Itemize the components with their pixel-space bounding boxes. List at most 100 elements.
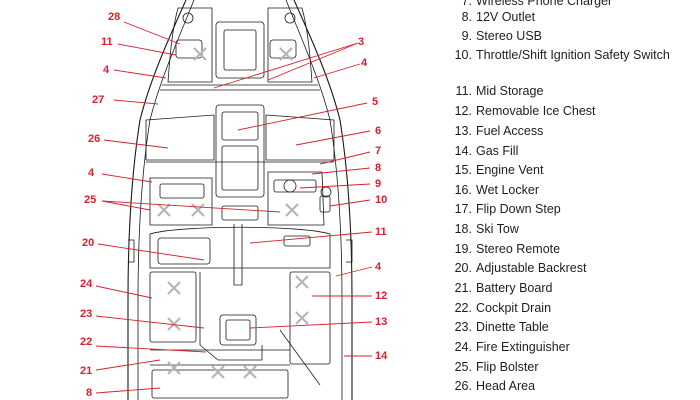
callout-8: 8 [86,387,92,399]
legend-number: 19. [454,242,472,256]
legend-item: 13. Fuel Access [448,124,671,139]
legend-label: Cockpit Drain [476,301,552,315]
x-mark [157,203,171,217]
legend-label: Flip Down Step [476,202,561,216]
legend-number: 20. [454,261,472,275]
x-mark [285,203,299,217]
legend-item: 11.Mid Storage [448,84,671,99]
legend-label: Dinette Table [476,320,549,334]
callout-11: 11 [101,36,113,48]
callout-21: 21 [80,365,92,377]
callout-13: 13 [375,316,387,328]
legend-item: 14. Gas Fill [448,144,671,159]
legend-item: 12. Removable Ice Chest [448,104,671,119]
legend-item: 16. Wet Locker [448,183,671,198]
leader-lines [95,21,373,394]
legend-item: 9. Stereo USB [448,29,671,44]
callout-11: 11 [375,226,387,238]
callout-9: 9 [375,178,381,190]
legend-number: 21. [454,281,472,295]
callout-4: 4 [375,261,382,273]
legend-number: 26. [454,379,472,393]
legend-number: 7. [461,0,472,8]
legend-number: 24. [454,340,472,354]
legend-label: Ski Tow [476,222,519,236]
legend-item: 26. Head Area [448,379,671,394]
boat-hull [127,0,353,400]
legend-item: 18. Ski Tow [448,222,671,237]
callout-4: 4 [88,167,95,179]
callout-24: 24 [80,278,93,290]
callout-25: 25 [84,194,96,206]
legend-item: 10. Throttle/Shift Ignition Safety Switch [448,48,671,63]
legend-number: 25. [454,360,472,374]
legend-number: 8. [461,10,472,24]
callout-20: 20 [82,237,94,249]
legend-item: 8. 12V Outlet [448,10,671,25]
legend-label: 12V Outlet [476,10,536,24]
legend-item: 25.Flip Bolster [448,360,671,375]
callout-10: 10 [375,194,387,206]
legend-label: Gas Fill [476,144,519,158]
legend-item: 17. Flip Down Step [448,202,671,217]
legend-label: Head Area [476,379,536,393]
callout-14: 14 [375,350,388,362]
legend-number: 18. [454,222,472,236]
legend-number: 15. [454,163,472,177]
legend-label: Battery Board [476,281,553,295]
callout-6: 6 [375,125,381,137]
legend-label: Fuel Access [476,124,544,138]
legend-number: 17. [454,202,472,216]
callout-27: 27 [92,94,104,106]
legend-item: 23. Dinette Table [448,320,671,335]
x-mark [211,365,225,379]
legend-number: 13. [454,124,472,138]
legend-item: 22. Cockpit Drain [448,301,671,316]
x-mark [279,47,293,61]
seat-markers [157,47,309,379]
callout-3: 3 [358,36,364,48]
legend-number: 12. [454,104,472,118]
bow-deck [160,7,320,91]
legend-item: 19. Stereo Remote [448,242,671,257]
legend-label: Stereo Remote [476,242,561,256]
x-mark [167,361,181,375]
legend-item: 20. Adjustable Backrest [448,261,671,276]
x-mark [191,203,205,217]
legend-number: 22. [454,301,472,315]
legend-number: 9. [461,29,472,43]
legend-item: 21. Battery Board [448,281,671,296]
legend-number: 23. [454,320,472,334]
legend-item: 15. Engine Vent [448,163,671,178]
x-mark [295,311,309,325]
legend-label: Stereo USB [476,29,543,43]
consoles [149,171,332,226]
legend-item: 24. Fire Extinguisher [448,340,671,355]
callout-4: 4 [103,64,110,76]
legend-label: Wet Locker [476,183,539,197]
callout-26: 26 [88,133,100,145]
legend-label: Throttle/Shift Ignition Safety Switch [476,48,670,62]
walkthrough-area [145,104,335,198]
legend-number: 14. [454,144,472,158]
callout-5: 5 [372,96,378,108]
legend-label: Removable Ice Chest [476,104,596,118]
callouts-right: 3 4 5 6 7 8 9 10 11 4 12 13 14 [358,36,388,362]
legend-number: 16. [454,183,472,197]
callout-28: 28 [108,11,120,23]
callouts-left: 28 11 4 27 26 4 25 20 24 23 22 21 8 [80,11,120,399]
x-mark [167,317,181,331]
legend-label: Mid Storage [476,84,544,98]
legend-label: Fire Extinguisher [476,340,570,354]
callout-22: 22 [80,336,92,348]
x-mark [243,365,257,379]
legend-label: Engine Vent [476,163,544,177]
callout-12: 12 [375,290,387,302]
legend-number: 10. [454,48,472,62]
callout-4: 4 [361,57,368,69]
callout-8: 8 [375,162,381,174]
callout-7: 7 [375,145,381,157]
legend-item: 7.Wireless Phone Charger [448,0,671,9]
legend-label: Adjustable Backrest [476,261,587,275]
